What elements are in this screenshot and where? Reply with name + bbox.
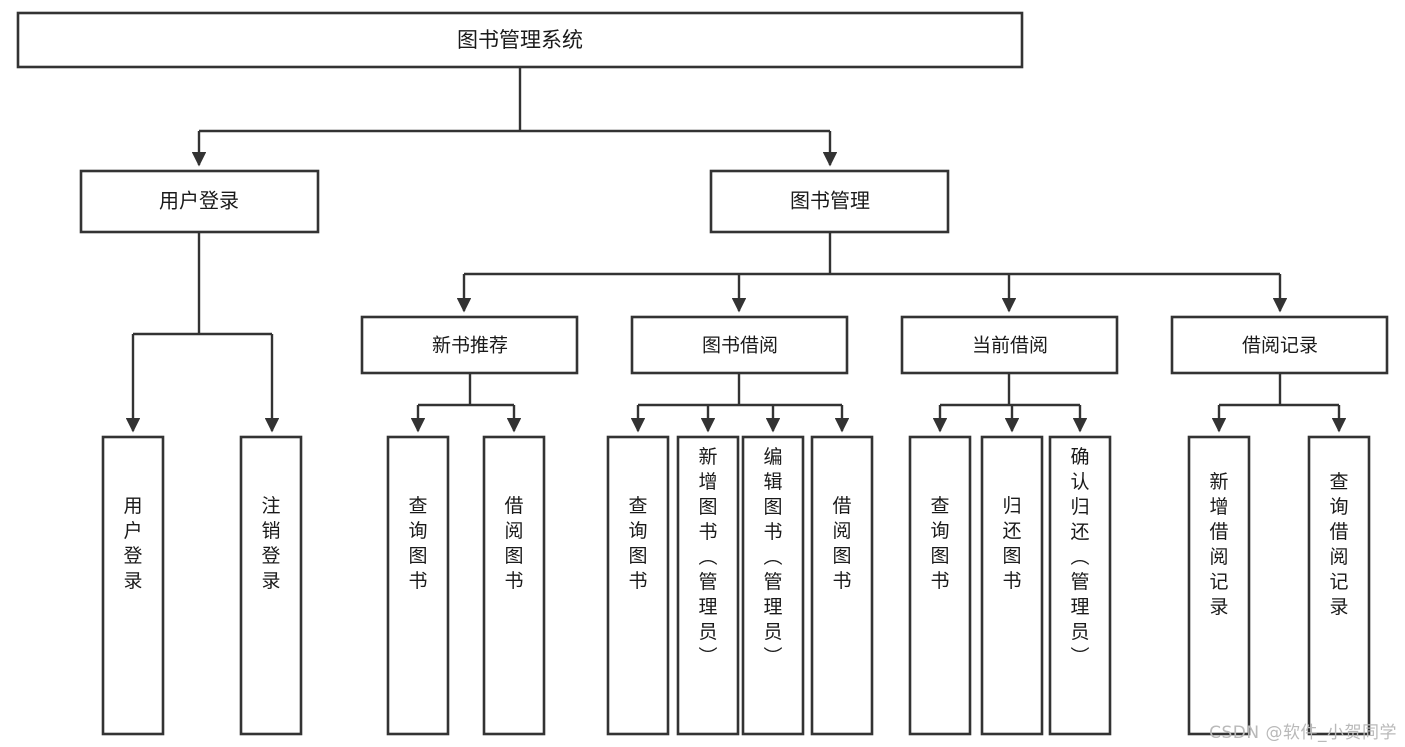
node-book-borrow-label: 图书借阅 — [702, 335, 778, 357]
leaf-borrow-book-1-label: 借阅图书 — [504, 495, 523, 592]
edge-layer — [125, 67, 1347, 433]
leaf-query-record[interactable]: 查询借阅记录 — [1307, 435, 1371, 736]
leaf-add-record-box[interactable] — [1187, 435, 1251, 736]
leaf-return-book-label: 归还图书 — [1002, 495, 1021, 592]
leaf-query-book-1-label: 查询图书 — [408, 495, 427, 592]
node-book-borrow[interactable]: 图书借阅 — [630, 315, 849, 375]
node-borrow-record-box[interactable] — [1170, 315, 1389, 375]
node-root[interactable]: 图书管理系统 — [16, 11, 1024, 69]
leaf-user-login-box[interactable] — [101, 435, 165, 736]
leaf-borrow-book-1-box[interactable] — [482, 435, 546, 736]
node-user-login-label: 用户登录 — [159, 189, 239, 213]
leaf-query-record-box[interactable] — [1307, 435, 1371, 736]
leaf-query-book-1-box[interactable] — [386, 435, 450, 736]
node-borrow-record-label: 借阅记录 — [1242, 335, 1318, 357]
leaf-query-book-3[interactable]: 查询图书 — [908, 435, 972, 736]
leaf-logout-box[interactable] — [239, 435, 303, 736]
leaf-edit-book[interactable]: 编辑图书︵管理员︶ — [741, 435, 805, 736]
leaf-confirm-return-box[interactable] — [1048, 435, 1112, 736]
leaf-query-book-3-label: 查询图书 — [930, 495, 949, 592]
node-root-box[interactable] — [16, 11, 1024, 69]
node-current-borrow-label: 当前借阅 — [972, 335, 1048, 357]
leaf-borrow-book-1[interactable]: 借阅图书 — [482, 435, 546, 736]
leaf-edit-book-box[interactable] — [741, 435, 805, 736]
leaf-confirm-return-label: 确认归还︵管理员︶ — [1070, 446, 1089, 668]
node-user-login[interactable]: 用户登录 — [79, 169, 320, 234]
leaf-query-book-2-label: 查询图书 — [628, 495, 647, 592]
node-borrow-record[interactable]: 借阅记录 — [1170, 315, 1389, 375]
leaf-borrow-book-2-box[interactable] — [810, 435, 874, 736]
node-book-borrow-box[interactable] — [630, 315, 849, 375]
node-user-login-box[interactable] — [79, 169, 320, 234]
leaf-add-record[interactable]: 新增借阅记录 — [1187, 435, 1251, 736]
leaf-add-book-box[interactable] — [676, 435, 740, 736]
node-root-label: 图书管理系统 — [457, 28, 583, 52]
leaf-borrow-book-2-label: 借阅图书 — [832, 495, 851, 592]
node-new-book-rec[interactable]: 新书推荐 — [360, 315, 579, 375]
leaf-query-book-1[interactable]: 查询图书 — [386, 435, 450, 736]
node-current-borrow-box[interactable] — [900, 315, 1119, 375]
leaf-add-record-label: 新增借阅记录 — [1209, 471, 1228, 618]
leaf-return-book[interactable]: 归还图书 — [980, 435, 1044, 736]
leaf-return-book-box[interactable] — [980, 435, 1044, 736]
leaf-query-book-2[interactable]: 查询图书 — [606, 435, 670, 736]
leaf-confirm-return[interactable]: 确认归还︵管理员︶ — [1048, 435, 1112, 736]
leaf-borrow-book-2[interactable]: 借阅图书 — [810, 435, 874, 736]
node-new-book-rec-label: 新书推荐 — [432, 335, 508, 357]
leaf-user-login-label: 用户登录 — [123, 495, 142, 592]
leaf-query-record-label: 查询借阅记录 — [1329, 471, 1348, 618]
node-current-borrow[interactable]: 当前借阅 — [900, 315, 1119, 375]
leaf-edit-book-label: 编辑图书︵管理员︶ — [763, 446, 782, 668]
leaf-logout[interactable]: 注销登录 — [239, 435, 303, 736]
node-book-manage-label: 图书管理 — [790, 189, 870, 213]
node-book-manage[interactable]: 图书管理 — [709, 169, 950, 234]
leaf-add-book-label: 新增图书︵管理员︶ — [698, 446, 717, 668]
node-new-book-rec-box[interactable] — [360, 315, 579, 375]
node-book-manage-box[interactable] — [709, 169, 950, 234]
leaf-query-book-3-box[interactable] — [908, 435, 972, 736]
leaf-add-book[interactable]: 新增图书︵管理员︶ — [676, 435, 740, 736]
leaf-logout-label: 注销登录 — [261, 495, 280, 592]
leaf-user-login[interactable]: 用户登录 — [101, 435, 165, 736]
leaf-query-book-2-box[interactable] — [606, 435, 670, 736]
